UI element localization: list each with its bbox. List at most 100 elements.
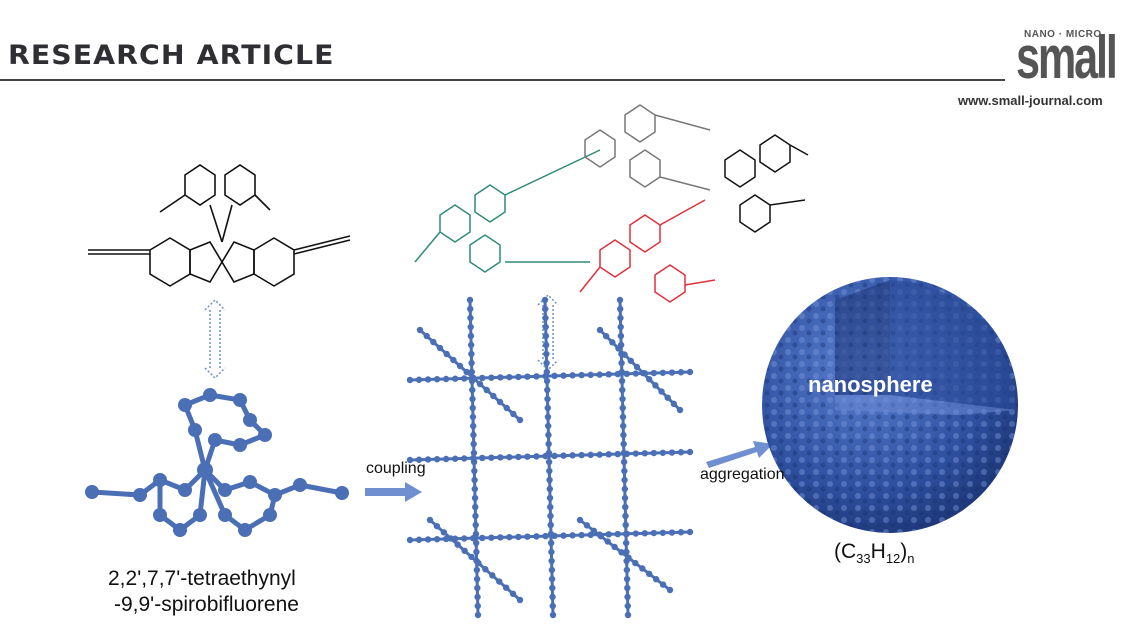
network-atom — [415, 536, 423, 543]
network-atom — [668, 369, 676, 376]
network-atom — [479, 534, 486, 542]
network-atom — [467, 341, 475, 349]
network-atom — [447, 535, 454, 542]
network-atom — [544, 386, 551, 394]
network-atom — [547, 539, 555, 547]
aggregation-arrow — [706, 441, 773, 468]
network-atom — [632, 450, 640, 457]
network-atom — [533, 373, 540, 380]
network-atom — [488, 454, 495, 461]
monomer-structure — [88, 164, 351, 287]
network-atom — [424, 456, 432, 463]
network-atom — [443, 350, 450, 358]
aggregation-label: aggregation — [700, 466, 785, 483]
network-atom — [479, 454, 486, 462]
network-atom — [426, 516, 434, 524]
network-atom — [549, 593, 556, 601]
network-atom — [551, 452, 558, 460]
network-atom — [646, 570, 653, 578]
network-atom — [471, 485, 478, 493]
network-atom — [560, 532, 567, 539]
network-atom — [424, 536, 432, 543]
network-atom — [621, 351, 628, 358]
network-atom — [620, 458, 628, 466]
network-atom — [624, 593, 631, 601]
network-atom — [470, 422, 477, 430]
network-atom — [596, 326, 604, 334]
network-atom — [506, 533, 513, 541]
network-atom — [621, 467, 628, 475]
network-atom — [450, 356, 457, 364]
journal-url[interactable]: www.small-journal.com — [958, 93, 1103, 108]
network-atom — [542, 305, 549, 313]
network-atom — [542, 341, 550, 349]
network-atom — [659, 369, 667, 376]
network-atom — [619, 395, 626, 403]
network-atom — [676, 406, 684, 414]
network-atom — [583, 522, 591, 529]
network-atom — [506, 453, 513, 461]
network-atom — [516, 596, 524, 604]
network-atom — [474, 602, 481, 610]
network-atom — [576, 516, 584, 524]
network-atom — [510, 410, 517, 418]
network-atom — [463, 368, 470, 376]
network-atom — [467, 332, 475, 340]
network-atom — [677, 449, 685, 456]
network-atom — [549, 611, 557, 619]
network-atom — [496, 398, 504, 406]
network-atom — [542, 332, 550, 340]
network-atom — [524, 533, 531, 540]
network-atom — [474, 611, 482, 619]
network-atom — [604, 538, 611, 545]
network-atom — [664, 394, 671, 401]
network-atom — [545, 458, 553, 466]
network-atom — [549, 584, 556, 592]
network-atom — [668, 449, 676, 456]
network-atom — [670, 400, 678, 408]
network-atom — [460, 535, 468, 542]
network-atom — [433, 456, 441, 463]
network-atom — [611, 543, 618, 551]
network-atom — [496, 578, 503, 585]
network-atom — [624, 611, 632, 619]
network-atom — [620, 422, 627, 430]
network-atom — [469, 395, 476, 403]
network-atom — [620, 431, 627, 439]
network-atom — [668, 529, 676, 536]
network-atom — [621, 485, 628, 493]
network-atom — [467, 314, 474, 322]
network-atom — [406, 376, 414, 384]
network-atom — [488, 374, 495, 381]
network-atom — [502, 584, 510, 591]
network-atom — [548, 566, 556, 574]
network-atom — [460, 375, 468, 382]
network-atom — [468, 359, 475, 367]
network-atom — [639, 565, 646, 572]
network-atom — [515, 533, 522, 541]
formula: (C33H12)n — [834, 540, 915, 566]
network-atom — [472, 503, 479, 511]
section-title: RESEARCH ARTICLE — [8, 40, 335, 71]
network-atom — [472, 521, 479, 529]
network-atom — [442, 455, 450, 463]
network-atom — [650, 369, 658, 377]
network-atom — [622, 503, 629, 511]
network-atom — [433, 536, 441, 543]
network-atom — [482, 566, 489, 573]
network-atom — [415, 376, 423, 383]
network-atom — [623, 370, 630, 378]
network-atom — [677, 529, 685, 536]
journal-logo: small — [1016, 24, 1118, 91]
network-atom — [542, 314, 549, 322]
monomer-ball-stick-model — [85, 388, 349, 537]
network-atom — [622, 521, 629, 529]
journal-logo-subtitle: NANO · MICRO — [1024, 29, 1102, 40]
nanosphere-illustration — [762, 277, 1018, 533]
network-atom — [433, 376, 441, 383]
network-atom — [618, 377, 626, 385]
network-atom — [545, 431, 552, 439]
network-atom — [621, 476, 628, 484]
network-atom — [468, 350, 475, 358]
network-atom — [423, 332, 430, 340]
